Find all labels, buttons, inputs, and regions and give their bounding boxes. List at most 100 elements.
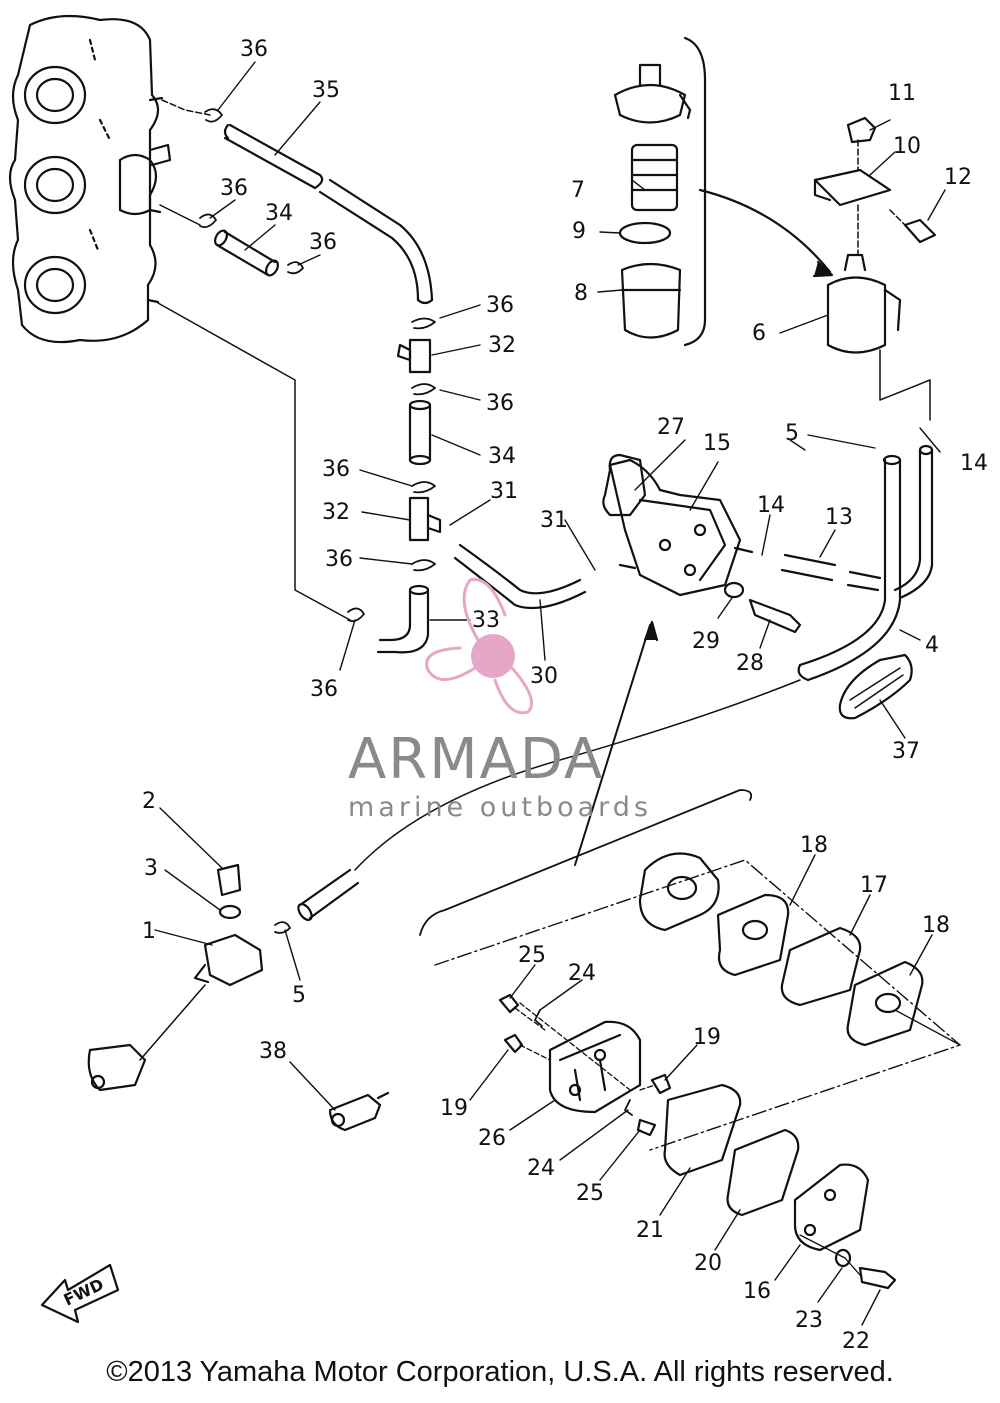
callout-29: 29	[692, 629, 720, 654]
fuel-hose-30	[453, 543, 587, 610]
gasket-27	[602, 453, 647, 517]
callout-1: 1	[142, 919, 156, 944]
fuel-hose-34-middle	[408, 399, 432, 466]
callout-33: 33	[472, 608, 500, 633]
joint-1	[193, 933, 264, 987]
callout-24a: 24	[568, 961, 596, 986]
callout-35: 35	[312, 78, 340, 103]
callout-14a: 14	[757, 493, 785, 518]
gasket-18a	[716, 893, 790, 977]
screw-2	[216, 863, 242, 897]
hose-37	[838, 653, 913, 720]
callout-23: 23	[795, 1308, 823, 1333]
joint-32-lower	[408, 496, 442, 542]
o-ring-9	[618, 221, 672, 245]
gasket-21	[663, 1083, 742, 1177]
callout-36g: 36	[325, 547, 353, 572]
callout-30: 30	[530, 664, 558, 689]
nut-19a	[503, 1033, 524, 1054]
washer-23	[834, 1248, 852, 1268]
clip-24b	[624, 1099, 633, 1116]
callout-36b: 36	[220, 176, 248, 201]
callout-9: 9	[572, 219, 586, 244]
screw-25b	[636, 1118, 657, 1137]
callout-14b: 14	[960, 451, 988, 476]
assembly-bracket	[683, 36, 707, 347]
callout-16: 16	[743, 1279, 771, 1304]
fuel-hose-4	[797, 444, 934, 682]
fuel-pump-15	[608, 458, 754, 597]
filter-cap	[613, 63, 692, 124]
callout-36f: 36	[322, 457, 350, 482]
callout-38: 38	[259, 1039, 287, 1064]
callout-18a: 18	[800, 833, 828, 858]
callout-15: 15	[703, 431, 731, 456]
callout-37: 37	[892, 739, 920, 764]
hose-13	[780, 553, 882, 592]
callout-32b: 32	[322, 500, 350, 525]
callout-34a: 34	[265, 201, 293, 226]
callout-19a: 19	[440, 1096, 468, 1121]
fuel-hose-34-top	[214, 229, 279, 277]
callout-19b: 19	[693, 1025, 721, 1050]
filter-cup-8	[620, 262, 682, 339]
filter-element-7	[630, 143, 679, 212]
armada-logo-icon	[425, 577, 533, 715]
nut-25	[498, 993, 520, 1014]
nut-11	[846, 116, 877, 144]
exploded-view-frame	[434, 859, 961, 1151]
callout-21: 21	[636, 1218, 664, 1243]
bracket-10	[813, 168, 892, 207]
fitting-38	[328, 1091, 390, 1132]
callout-27: 27	[657, 415, 685, 440]
bolt-12	[903, 218, 937, 244]
callout-36h: 36	[310, 677, 338, 702]
callout-20: 20	[694, 1251, 722, 1276]
callout-25a: 25	[518, 943, 546, 968]
callout-12: 12	[944, 165, 972, 190]
callout-32a: 32	[488, 333, 516, 358]
washer-29	[723, 581, 745, 599]
callout-2: 2	[142, 789, 156, 814]
engine-block	[8, 14, 172, 344]
fuel-hose-35	[223, 123, 434, 305]
callout-36a: 36	[240, 37, 268, 62]
fuel-hose-lower	[297, 679, 801, 922]
callout-8: 8	[574, 281, 588, 306]
fuel-hose-33	[376, 584, 430, 654]
callout-13: 13	[825, 505, 853, 530]
copyright-notice: ©2013 Yamaha Motor Corporation, U.S.A. A…	[106, 1356, 894, 1388]
callout-36e: 36	[486, 391, 514, 416]
nut-19b	[650, 1073, 672, 1095]
callout-36d: 36	[486, 293, 514, 318]
callout-10: 10	[893, 134, 921, 159]
callout-4: 4	[925, 633, 939, 658]
assembly-arrow	[698, 188, 832, 274]
callout-34b: 34	[488, 444, 516, 469]
callout-17: 17	[860, 873, 888, 898]
callout-24b: 24	[527, 1156, 555, 1181]
pump-cover-top	[638, 852, 720, 932]
callout-28: 28	[736, 651, 764, 676]
leader-lines	[154, 61, 946, 1326]
callout-26: 26	[478, 1126, 506, 1151]
callout-18b: 18	[922, 913, 950, 938]
callout-11: 11	[888, 81, 916, 106]
callout-31b: 31	[540, 508, 568, 533]
callout-5b: 5	[292, 983, 306, 1008]
callout-5a: 5	[785, 421, 799, 446]
diaphragm-17	[780, 926, 862, 1007]
callout-7: 7	[571, 178, 585, 203]
diaphragm-20	[726, 1128, 800, 1217]
clip-36-group	[199, 108, 436, 623]
washer-3	[218, 904, 242, 920]
callout-22: 22	[842, 1329, 870, 1354]
pump-body-26	[548, 1020, 642, 1114]
connector-lower-left	[87, 1043, 147, 1092]
watermark-subtitle: marine outboards	[348, 792, 652, 823]
joint-32-top	[396, 338, 432, 374]
callout-25b: 25	[576, 1181, 604, 1206]
callout-36c: 36	[309, 230, 337, 255]
callout-6: 6	[752, 321, 766, 346]
fwd-arrow-icon: FWD	[40, 1263, 120, 1324]
